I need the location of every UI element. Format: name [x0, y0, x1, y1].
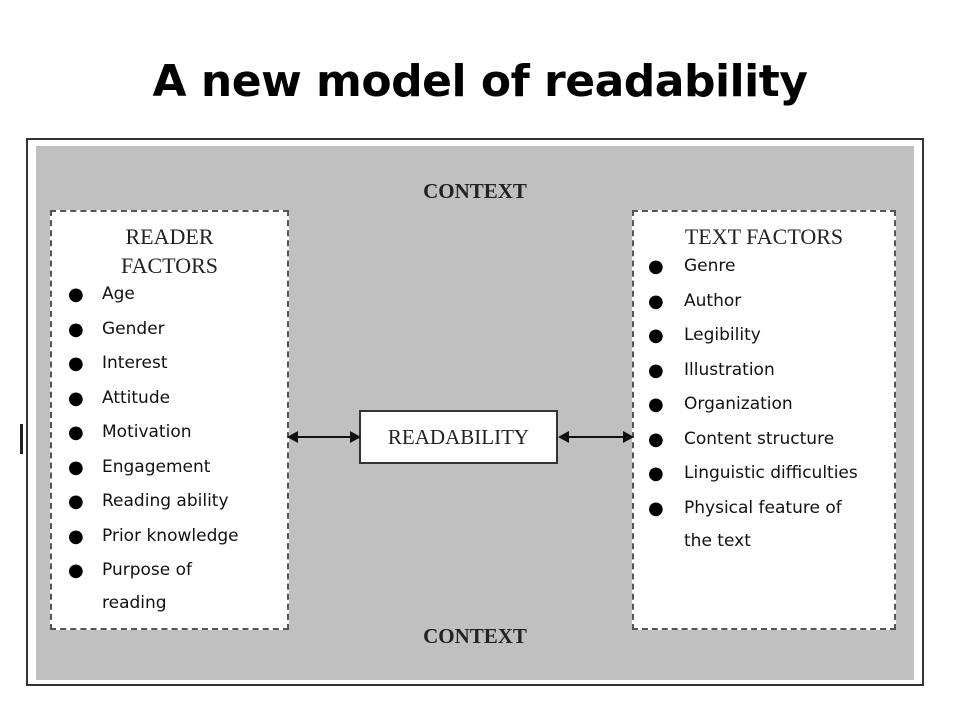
bullet-icon: ●	[68, 422, 84, 443]
bullet-icon: ●	[648, 394, 664, 415]
context-label-top: CONTEXT	[423, 179, 527, 203]
reader-factor-label: Engagement	[102, 456, 211, 477]
right-double-arrow	[558, 431, 634, 443]
bullet-icon: ●	[648, 463, 664, 484]
text-factors-box: TEXT FACTORS ● Genre ● Author ● Legibili…	[632, 210, 896, 630]
bullet-icon: ●	[68, 560, 84, 581]
list-item: ● Interest	[52, 353, 287, 388]
list-item: ● Prior knowledge	[52, 526, 287, 561]
bullet-icon: ●	[68, 525, 84, 547]
text-factor-label: Content structure	[684, 428, 835, 449]
reader-factor-label: Interest	[102, 353, 168, 373]
text-factor-label: Linguistic difficulties	[684, 463, 858, 483]
list-item: ● Age	[52, 284, 287, 319]
list-item: ● Gender	[52, 319, 287, 354]
bullet-icon: ●	[68, 491, 84, 512]
list-item: ● Content structure	[634, 429, 894, 464]
text-factor-label: Illustration	[684, 359, 775, 380]
list-item: ● Purpose of	[52, 560, 287, 593]
margin-tick	[20, 424, 23, 454]
bullet-icon: ●	[648, 428, 664, 450]
bullet-icon: ●	[648, 325, 664, 346]
reader-factor-label: Reading ability	[102, 491, 229, 511]
list-item: ● Engagement	[52, 457, 287, 492]
bullet-icon: ●	[68, 456, 84, 478]
reader-factor-label: Motivation	[102, 422, 192, 442]
reader-factors-heading: READER FACTORS	[52, 212, 287, 280]
text-factor-label: Organization	[684, 394, 793, 414]
reader-factors-heading-line1: READER	[125, 224, 214, 249]
slide-title: A new model of readability	[152, 56, 808, 107]
reader-factor-label: Age	[102, 284, 135, 304]
list-item: ● Organization	[634, 394, 894, 429]
bullet-icon: ●	[68, 387, 84, 409]
reader-factors-box: READER FACTORS ● Age ● Gender ● Interest…	[50, 210, 289, 630]
text-factor-label: Physical feature of	[684, 497, 842, 518]
bullet-icon: ●	[68, 318, 84, 340]
bullet-icon: ●	[68, 353, 84, 374]
reader-factor-label: reading	[102, 593, 167, 613]
list-item: ● Legibility	[634, 325, 894, 360]
text-factor-label: Genre	[684, 256, 736, 276]
bullet-icon: ●	[648, 497, 664, 519]
reader-factor-label: Purpose of	[102, 560, 193, 580]
list-item: ● Physical feature of	[634, 498, 894, 531]
left-double-arrow	[287, 431, 361, 443]
text-factor-label: the text	[684, 530, 751, 551]
context-label-bottom: CONTEXT	[423, 624, 527, 648]
list-item: ● Illustration	[634, 360, 894, 395]
text-factor-label: Author	[684, 290, 742, 311]
text-factor-label: Legibility	[684, 325, 761, 345]
readability-box: READABILITY	[359, 410, 558, 464]
list-item: ● Motivation	[52, 422, 287, 457]
bullet-icon: ●	[648, 256, 664, 277]
reader-factors-list: ● Age ● Gender ● Interest ● Attitude ● M…	[52, 284, 287, 626]
list-item: ● Genre	[634, 256, 894, 291]
list-item-continuation: the text	[634, 531, 894, 564]
reader-factors-heading-line2: FACTORS	[120, 253, 218, 278]
bullet-icon: ●	[68, 284, 84, 305]
list-item: ● Reading ability	[52, 491, 287, 526]
reader-factor-label: Prior knowledge	[102, 525, 239, 546]
reader-factor-label: Attitude	[102, 387, 171, 408]
bullet-icon: ●	[648, 290, 664, 312]
reader-factor-label: Gender	[102, 318, 165, 339]
list-item-continuation: reading	[52, 593, 287, 626]
text-factors-list: ● Genre ● Author ● Legibility ● Illustra…	[634, 256, 894, 564]
bullet-icon: ●	[648, 359, 664, 381]
list-item: ● Linguistic difficulties	[634, 463, 894, 498]
list-item: ● Attitude	[52, 388, 287, 423]
text-factors-heading: TEXT FACTORS	[684, 224, 844, 249]
list-item: ● Author	[634, 291, 894, 326]
